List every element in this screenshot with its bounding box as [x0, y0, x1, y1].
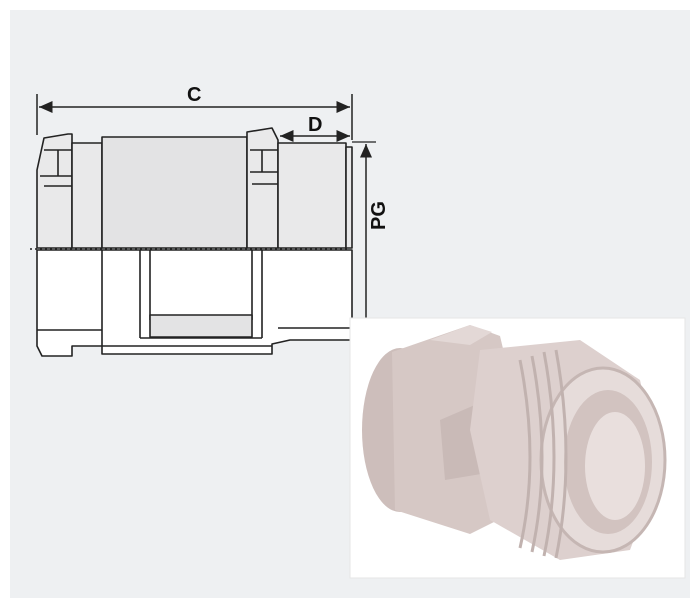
dimension-pg-label: PG — [368, 201, 390, 230]
dimension-c-label: C — [187, 84, 202, 106]
gland-section-drawing — [36, 127, 353, 357]
cable-gland-photo — [349, 317, 686, 579]
dimension-d-label: D — [308, 114, 323, 136]
dimension-pg-line — [352, 141, 376, 345]
dimension-c-line — [36, 94, 353, 140]
